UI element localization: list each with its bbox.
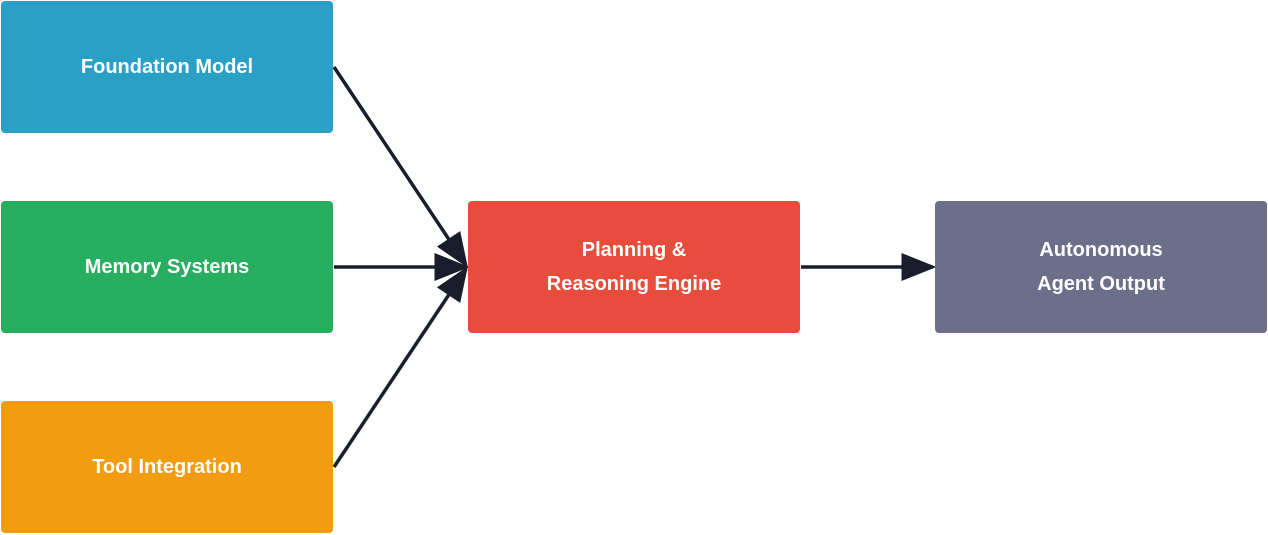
output-label-line-2: Agent Output xyxy=(1037,273,1165,295)
tool-integration-label: Tool Integration xyxy=(92,456,242,478)
output-label-line-1: Autonomous xyxy=(1039,239,1163,261)
foundation-model-label: Foundation Model xyxy=(80,56,254,78)
arrow-tool-to-planning xyxy=(332,266,468,468)
planning-reasoning-engine-node: Planning & Reasoning Engine xyxy=(468,201,800,333)
memory-systems-node: Memory Systems xyxy=(1,201,333,333)
memory-systems-label: Memory Systems xyxy=(84,256,250,278)
arrow-foundation-to-planning xyxy=(332,66,468,268)
planning-label-line-2: Reasoning Engine xyxy=(546,273,722,295)
tool-integration-node: Tool Integration xyxy=(1,401,333,533)
foundation-model-node: Foundation Model xyxy=(1,1,333,133)
planning-label-line-1: Planning & xyxy=(581,239,687,261)
autonomous-agent-output-node: Autonomous Agent Output xyxy=(935,201,1267,333)
